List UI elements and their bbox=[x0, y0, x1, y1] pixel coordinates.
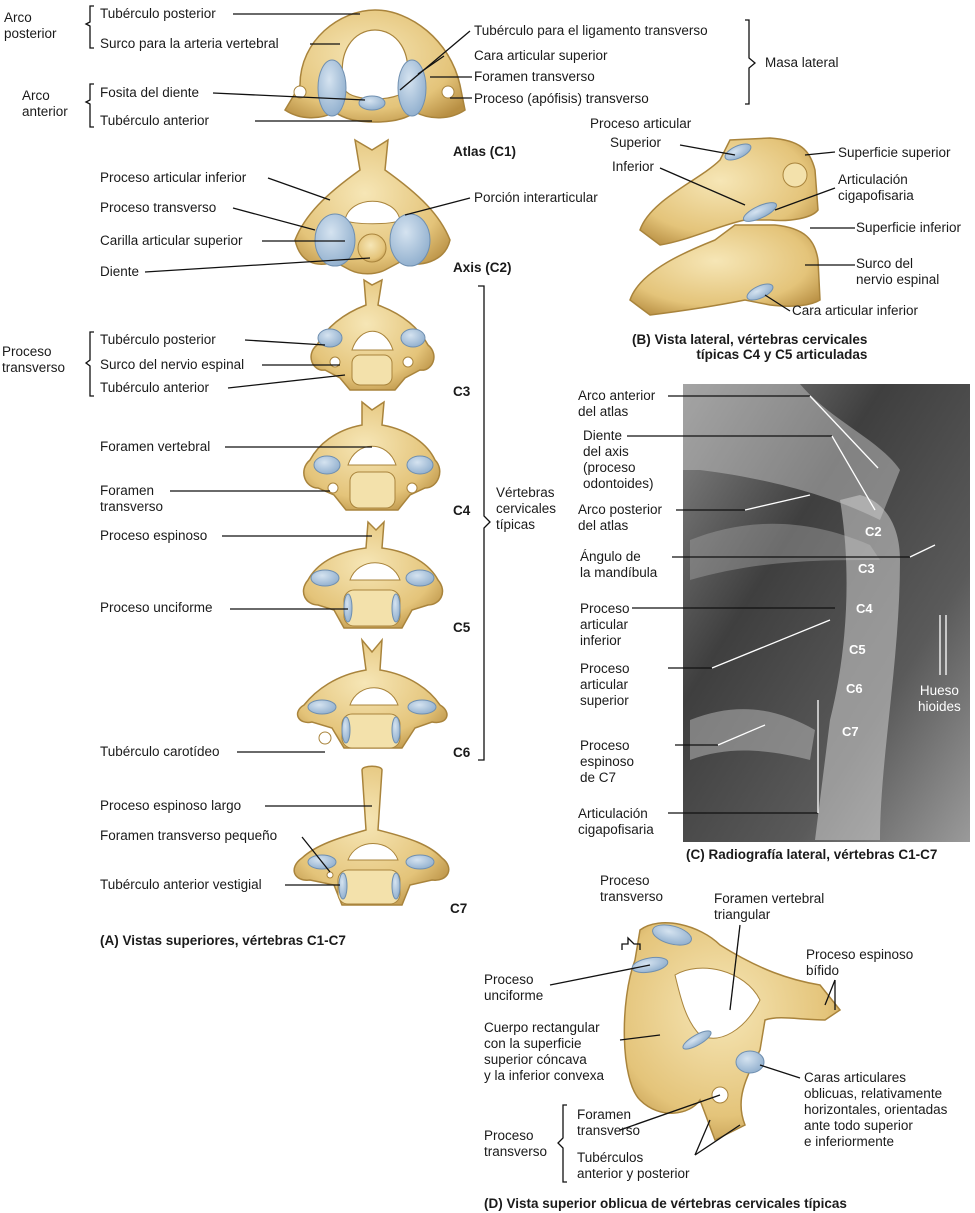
radiograph bbox=[683, 384, 970, 842]
oblique-vertebra-illustration bbox=[623, 922, 842, 1142]
c6-title: C6 bbox=[453, 745, 471, 760]
xray-c7: C7 bbox=[842, 724, 859, 739]
xray-c4: C4 bbox=[856, 601, 873, 616]
c4-title: C4 bbox=[453, 503, 471, 518]
c7-title: C7 bbox=[450, 901, 468, 916]
proceso-transverso-c1-label: Proceso (apófisis) transverso bbox=[474, 91, 649, 106]
tuberculo-anterior-c1-label: Tubérculo anterior bbox=[100, 113, 210, 128]
xray-c2: C2 bbox=[865, 524, 882, 539]
xray-c6: C6 bbox=[846, 681, 863, 696]
tuberculo-carotideo-label: Tubérculo carotídeo bbox=[100, 744, 220, 759]
surco-arteria-vertebral-label: Surco para la arteria vertebral bbox=[100, 36, 279, 51]
porcion-interarticular-label: Porción interarticular bbox=[474, 190, 598, 205]
proceso-unciforme-label: Proceso unciforme bbox=[100, 600, 213, 615]
panel-c-leader-lines bbox=[627, 395, 947, 814]
c3-illustration bbox=[310, 278, 435, 391]
proceso-transverso-c2-label: Proceso transverso bbox=[100, 200, 217, 215]
inferior-label: Inferior bbox=[612, 159, 655, 174]
superior-label: Superior bbox=[610, 135, 662, 150]
foramen-transverso-c1-label: Foramen transverso bbox=[474, 69, 595, 84]
masa-lateral-label: Masa lateral bbox=[765, 55, 839, 70]
proceso-espinoso-largo-label: Proceso espinoso largo bbox=[100, 798, 242, 813]
axis-title: Axis (C2) bbox=[453, 260, 512, 275]
xray-c5: C5 bbox=[849, 642, 866, 657]
c4-illustration bbox=[303, 400, 441, 511]
carilla-articular-superior-label: Carilla articular superior bbox=[100, 233, 243, 248]
proceso-espinoso-label: Proceso espinoso bbox=[100, 528, 208, 543]
panel-c-caption: (C) Radiografía lateral, vértebras C1-C7 bbox=[686, 847, 938, 862]
proceso-articular-label: Proceso articular bbox=[590, 116, 692, 131]
superficie-inferior-label: Superficie inferior bbox=[856, 220, 962, 235]
atlas-illustration bbox=[283, 9, 466, 123]
tuberculo-posterior-c1-label: Tubérculo posterior bbox=[100, 6, 216, 21]
tuberculo-ligamento-transverso-label: Tubérculo para el ligamento transverso bbox=[474, 23, 708, 38]
cara-articular-superior-label: Cara articular superior bbox=[474, 48, 608, 63]
surco-nervio-espinal-label: Surco del nervio espinal bbox=[100, 357, 245, 372]
foramen-transverso-pequeno-label: Foramen transverso pequeño bbox=[100, 828, 278, 843]
foramen-vertebral-label: Foramen vertebral bbox=[100, 439, 211, 454]
c5-title: C5 bbox=[453, 620, 471, 635]
c7-illustration bbox=[293, 765, 450, 906]
atlas-title: Atlas (C1) bbox=[453, 144, 517, 159]
panel-d-caption: (D) Vista superior oblicua de vértebras … bbox=[484, 1196, 847, 1211]
panel-b-leader-lines bbox=[659, 144, 855, 312]
panel-a-leader-lines bbox=[84, 5, 757, 886]
xray-c3: C3 bbox=[858, 561, 875, 576]
c5-illustration bbox=[302, 520, 444, 629]
lateral-vertebrae-illustration bbox=[629, 137, 821, 316]
axis-illustration bbox=[294, 138, 451, 275]
tuberculo-posterior-c3-label: Tubérculo posterior bbox=[100, 332, 216, 347]
panel-d-leader-lines bbox=[549, 924, 836, 1183]
tuberculo-anterior-vestigial-label: Tubérculo anterior vestigial bbox=[100, 877, 262, 892]
cara-articular-inferior-label: Cara articular inferior bbox=[792, 303, 919, 318]
c3-title: C3 bbox=[453, 384, 471, 399]
diente-label: Diente bbox=[100, 264, 140, 279]
c6-illustration bbox=[296, 637, 448, 749]
superficie-superior-label: Superficie superior bbox=[838, 145, 951, 160]
panel-a-caption: (A) Vistas superiores, vértebras C1-C7 bbox=[100, 933, 346, 948]
proceso-articular-inferior-label: Proceso articular inferior bbox=[100, 170, 247, 185]
tuberculo-anterior-c3-label: Tubérculo anterior bbox=[100, 380, 210, 395]
fosita-diente-label: Fosita del diente bbox=[100, 85, 200, 100]
